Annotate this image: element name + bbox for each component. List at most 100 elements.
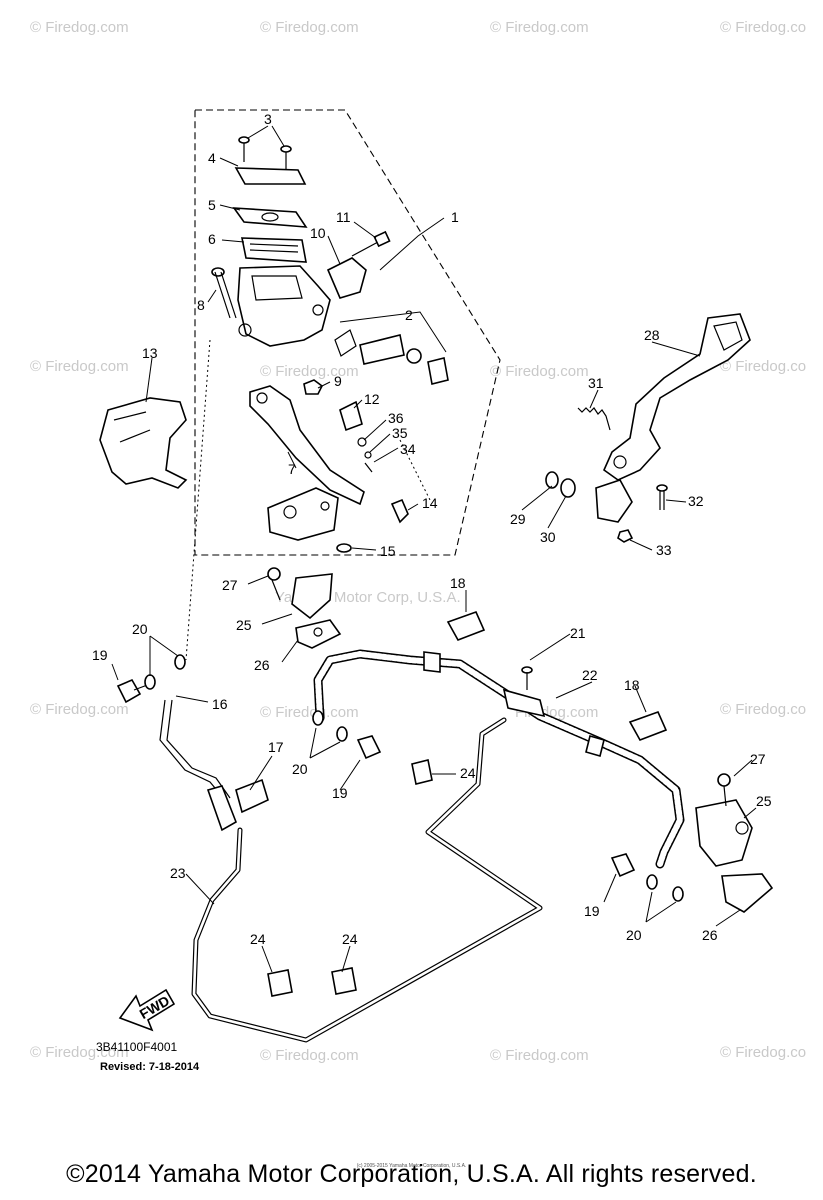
callout-30: 30 (540, 529, 556, 545)
callout-29: 29 (510, 511, 526, 527)
brake-pipe-part (191, 717, 543, 1043)
callout-22: 22 (582, 667, 598, 683)
callout-28: 28 (644, 327, 660, 343)
callout-27b: 27 (750, 751, 766, 767)
watermark: © Firedog.com (260, 1047, 359, 1064)
watermark: © Firedog.com (490, 1047, 589, 1064)
spring-part (577, 407, 611, 431)
watermark: © Firedog.com (30, 358, 129, 375)
callout-25: 25 (236, 617, 252, 633)
diaphragm-plate-part (232, 207, 308, 228)
washer-part (336, 543, 352, 553)
leader-lines (111, 125, 757, 973)
callout-12: 12 (364, 391, 380, 407)
callout-31: 31 (588, 375, 604, 391)
union-bolt-part (312, 710, 382, 760)
callout-18b: 18 (624, 677, 640, 693)
callout-24b: 24 (250, 931, 266, 947)
hose-joint-part (502, 688, 546, 718)
callout-27: 27 (222, 577, 238, 593)
clamp-bracket-part (326, 257, 367, 299)
callout-17: 17 (268, 739, 284, 755)
callout-20c: 20 (626, 927, 642, 943)
union-bolt-part (116, 654, 186, 704)
callout-15: 15 (380, 543, 396, 559)
callout-23: 23 (170, 865, 186, 881)
diagram-reference-code: 3B41100F4001 (96, 1040, 178, 1054)
assembly-frame (194, 109, 501, 556)
callout-6: 6 (208, 231, 216, 247)
nut-part (617, 529, 634, 543)
watermark: © Firedog.com (30, 19, 129, 36)
union-bolt-part (610, 853, 684, 902)
callout-14: 14 (422, 495, 438, 511)
watermark: © Firedog.com (490, 363, 589, 380)
screw-part (238, 136, 292, 175)
callout-19: 19 (92, 647, 108, 663)
watermark: © Firedog.com (260, 363, 359, 380)
callout-26: 26 (254, 657, 270, 673)
pipe-clamp-part (331, 967, 357, 995)
callout-7: 7 (288, 461, 296, 477)
watermarks: © Firedog.com © Firedog.com © Firedog.co… (30, 19, 806, 1064)
hose-clamp-part (446, 610, 668, 741)
watermark: © Firedog.com (260, 19, 359, 36)
callout-1: 1 (451, 209, 459, 225)
watermark: © Firedog.com (30, 701, 129, 718)
lever-guard-part (99, 397, 188, 489)
watermark: © Firedog.co (720, 1044, 806, 1061)
bolt-part (351, 230, 391, 257)
watermark: © Firedog.co (720, 701, 806, 718)
small-copyright-note: (c) 2005-2015 Yamaha Motor Corporation, … (356, 1163, 467, 1169)
callout-19c: 19 (584, 903, 600, 919)
brake-switch-part (339, 400, 363, 432)
bushing-part (560, 478, 576, 498)
hose-guide-part (267, 567, 342, 649)
callout-36: 36 (388, 410, 404, 426)
watermark: © Firedog.com (490, 19, 589, 36)
bolt-part (211, 267, 237, 319)
callout-13: 13 (142, 345, 158, 361)
forward-arrow-icon: FWD (118, 988, 176, 1032)
callout-10: 10 (310, 225, 326, 241)
callout-11: 11 (336, 209, 351, 225)
callout-35: 35 (392, 425, 408, 441)
watermark: © Firedog.co (720, 358, 806, 375)
callout-21: 21 (570, 625, 586, 641)
callout-20b: 20 (292, 761, 308, 777)
callout-34: 34 (400, 441, 416, 457)
callout-19b: 19 (332, 785, 348, 801)
washer-part (545, 471, 559, 489)
piston-kit-part (334, 311, 449, 385)
reservoir-cap-part (234, 167, 307, 185)
clip-part (235, 778, 269, 814)
callout-32: 32 (688, 493, 704, 509)
pin-part (390, 498, 409, 524)
pipe-clamp-part (267, 969, 293, 997)
callout-20: 20 (132, 621, 148, 637)
revision-date: Revised: 7-18-2014 (100, 1061, 200, 1073)
master-cylinder-part (237, 265, 331, 347)
callout-24c: 24 (342, 931, 358, 947)
watermark: © Firedog.com (260, 704, 359, 721)
nut-part (303, 379, 324, 395)
callout-5: 5 (208, 197, 216, 213)
callout-8: 8 (197, 297, 205, 313)
copyright-footer: ©2014 Yamaha Motor Corporation, U.S.A. A… (66, 1160, 757, 1188)
lever-holder-part (267, 487, 339, 541)
callout-26b: 26 (702, 927, 718, 943)
callout-labels: 1 2 3 4 5 6 7 8 9 10 11 12 13 14 15 16 1… (92, 111, 772, 947)
watermark: © Firedog.co (720, 19, 806, 36)
callout-2: 2 (405, 307, 413, 323)
callout-4: 4 (208, 150, 216, 166)
callout-33: 33 (656, 542, 672, 558)
watermark: © Firedog.com (30, 1044, 129, 1061)
callout-16: 16 (212, 696, 228, 712)
brake-pedal-part (603, 313, 751, 481)
callout-9: 9 (334, 373, 342, 389)
pipe-clamp-part (411, 759, 433, 785)
callout-24: 24 (460, 765, 476, 781)
bolt-part (659, 488, 665, 510)
callout-3: 3 (264, 111, 272, 127)
